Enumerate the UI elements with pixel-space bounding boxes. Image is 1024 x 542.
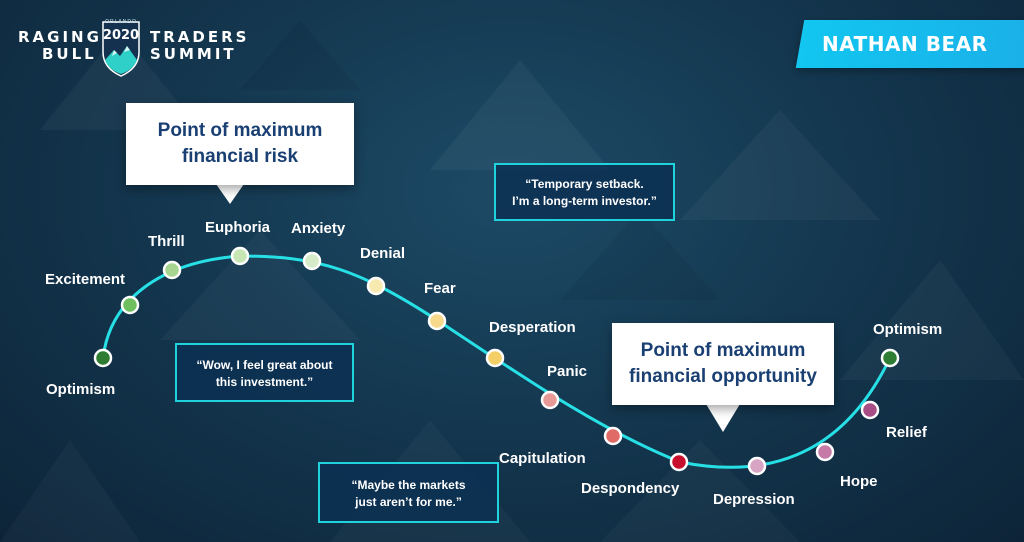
quote-great-line-1: “Wow, I feel great about: [196, 358, 333, 372]
stage-label-optimism-end: Optimism: [873, 321, 943, 338]
stage-marker-1: [93, 348, 113, 368]
stage-label-hope: Hope: [840, 473, 878, 490]
stage-label-desperation: Desperation: [489, 319, 576, 336]
stage-marker-15: [880, 348, 900, 368]
quote-feel-great: “Wow, I feel great about this investment…: [175, 343, 354, 402]
stage-marker-13: [815, 442, 835, 462]
badge-year: 2020: [102, 28, 140, 43]
stage-label-thrill: Thrill: [148, 233, 185, 250]
quote-great-line-2: this investment.”: [215, 375, 314, 389]
stage-label-panic: Panic: [547, 363, 588, 380]
callout-risk-line-1: Point of maximum: [157, 120, 323, 141]
stage-label-optimism-start: Optimism: [46, 381, 116, 398]
stage-marker-6: [366, 276, 386, 296]
stage-marker-14: [860, 400, 880, 420]
stage-label-capitulation: Capitulation: [499, 450, 586, 467]
logo-word-bull: BULL: [42, 45, 97, 63]
stage-label-relief: Relief: [886, 424, 927, 441]
stage-marker-8: [485, 348, 505, 368]
callout-opp-line-2: financial opportunity: [629, 366, 817, 387]
badge-city: ORLANDO: [105, 19, 137, 25]
stage-label-euphoria: Euphoria: [205, 219, 271, 236]
stage-marker-4: [230, 246, 250, 266]
stage-marker-10: [603, 426, 623, 446]
stage-label-despondency: Despondency: [581, 480, 680, 497]
callout-opp-line-1: Point of maximum: [640, 340, 806, 361]
quote-markets-not-for-me: “Maybe the markets just aren’t for me.”: [318, 462, 499, 523]
raging-bull-logo: RAGING BULL ORLANDO 2020 TRADERS SUMMIT: [18, 18, 246, 80]
stage-marker-5: [302, 251, 322, 271]
stage-label-depression: Depression: [713, 491, 795, 508]
stage-label-denial: Denial: [360, 245, 406, 262]
quote-temporary-setback: “Temporary setback. I’m a long-term inve…: [494, 163, 675, 221]
logo-word-raging: RAGING: [18, 28, 102, 46]
callout-max-risk: Point of maximum financial risk: [126, 103, 354, 185]
stage-label-anxiety: Anxiety: [291, 220, 346, 237]
callout-opp-pointer: [706, 404, 740, 432]
quote-markets-line-2: just aren’t for me.”: [355, 495, 462, 509]
quote-setback-line-2: I’m a long-term investor.”: [512, 194, 657, 208]
stage-label-fear: Fear: [424, 280, 456, 297]
quote-markets-line-1: “Maybe the markets: [351, 478, 466, 492]
stage-marker-3: [162, 260, 182, 280]
callout-max-opportunity: Point of maximum financial opportunity: [612, 323, 834, 405]
speaker-name: NATHAN BEAR: [822, 32, 988, 56]
stage-label-excitement: Excitement: [45, 271, 126, 288]
shield-badge-icon: [102, 21, 140, 77]
callout-risk-line-2: financial risk: [181, 146, 299, 167]
stage-marker-9: [540, 390, 560, 410]
stage-marker-11: [669, 452, 689, 472]
stage-marker-2: [120, 295, 140, 315]
logo-word-summit: SUMMIT: [150, 45, 237, 63]
quote-setback-line-1: “Temporary setback.: [525, 177, 644, 191]
logo-word-traders: TRADERS: [150, 28, 250, 46]
callout-risk-pointer: [216, 184, 244, 204]
stage-marker-7: [427, 311, 447, 331]
stage-marker-12: [747, 456, 767, 476]
